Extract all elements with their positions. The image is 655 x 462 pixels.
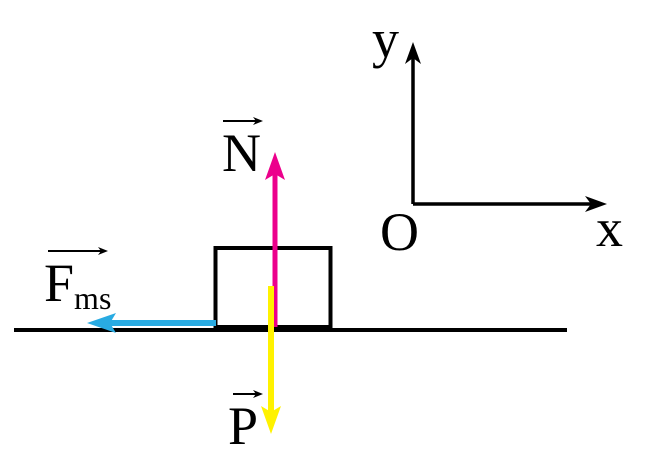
normal-force-label: N [222,114,264,180]
friction-label: Fms [44,244,111,314]
normal-force-arrow [265,152,285,327]
friction-arrowhead-icon [87,313,116,333]
friction-arrow [87,313,216,333]
weight-label: P [228,387,264,453]
y-axis-arrowhead-icon [405,42,421,64]
friction-letter: Fms [44,256,111,314]
y-axis-label: y [372,9,399,69]
origin-label: O [380,202,419,262]
normal-force-arrowhead-icon [265,152,285,180]
friction-letter-subscript: ms [74,280,112,316]
x-axis-arrowhead-icon [585,196,607,212]
vector-overbar-icon [223,117,263,125]
friction-letter-main: F [44,253,75,313]
weight-letter: P [228,396,259,456]
normal-force-letter: N [222,123,261,183]
x-axis-label: x [596,198,623,258]
vector-overbar-icon [233,390,263,398]
weight-arrowhead-icon [261,406,281,434]
vector-overbar-icon [48,247,108,255]
weight-arrow [261,286,281,434]
coordinate-axes [405,42,607,212]
